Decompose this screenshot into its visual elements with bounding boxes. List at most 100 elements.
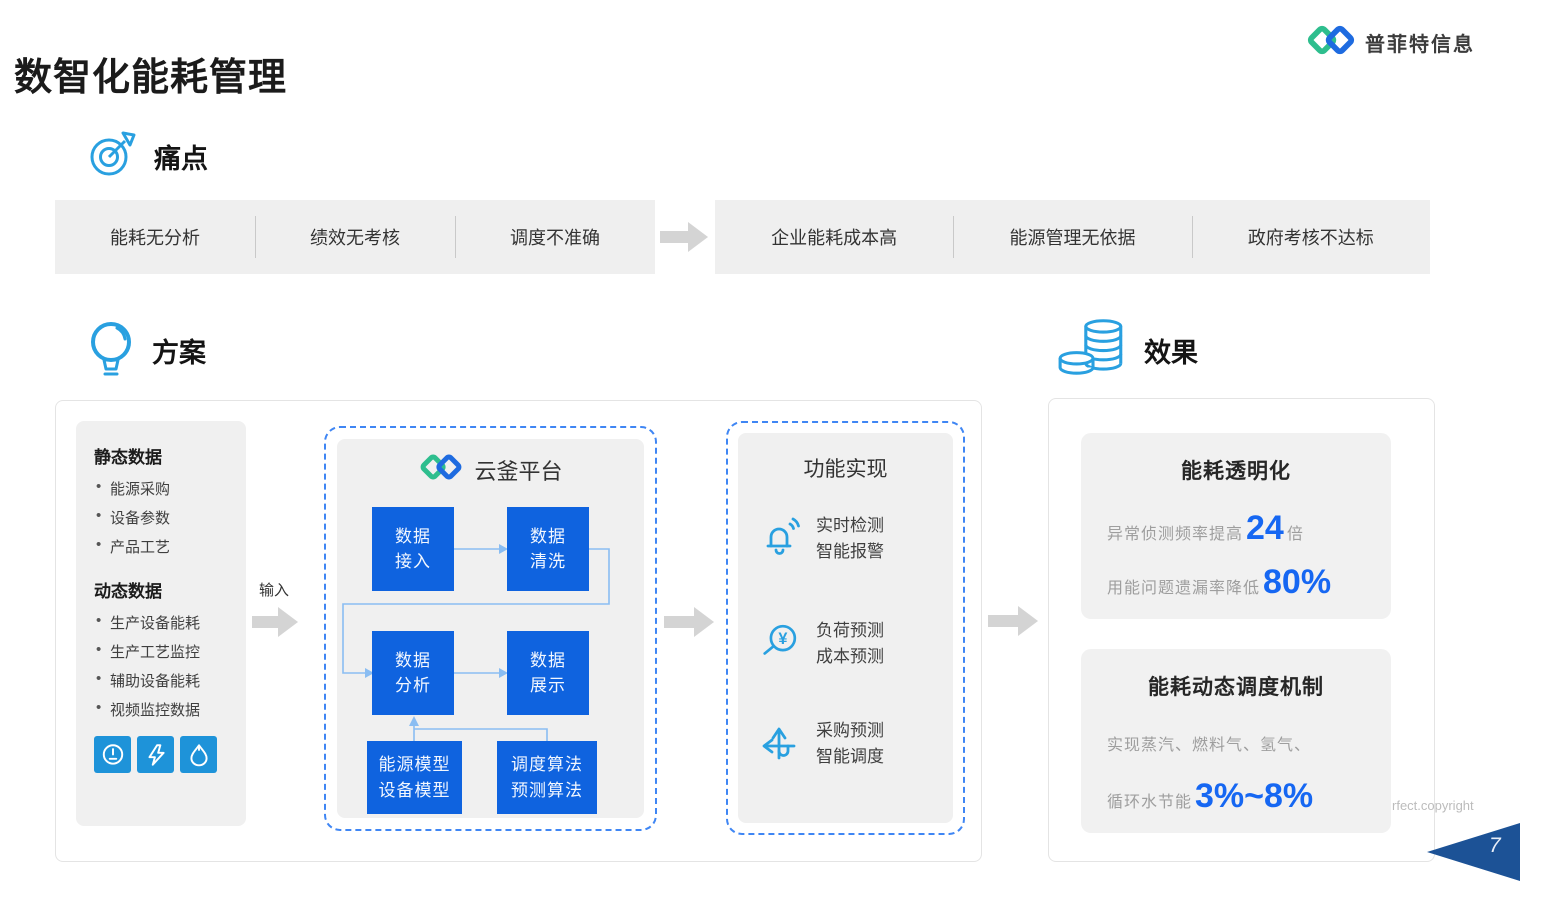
process-box-line: 数据: [395, 526, 431, 546]
list-item: 生产工艺监控: [94, 641, 232, 662]
metric-value: 80%: [1263, 563, 1332, 601]
metric-value: 24: [1246, 509, 1284, 547]
platform-panel: 云釜平台 数据: [337, 439, 644, 818]
process-box-display: 数据 展示: [507, 631, 589, 715]
flame-icon: [180, 736, 217, 773]
pain-cause: 调度不准确: [455, 224, 655, 250]
result-card-title: 能耗透明化: [1181, 460, 1291, 483]
pain-effect: 能源管理无依据: [953, 224, 1191, 250]
result-metric: 循环水节能 3%~8%: [1107, 779, 1313, 813]
result-card-dispatch: 能耗动态调度机制 实现蒸汽、燃料气、氢气、 循环水节能 3%~8%: [1081, 649, 1391, 833]
page-corner-triangle: [1427, 823, 1520, 881]
pain-section-header: 痛点: [84, 126, 208, 187]
process-box-line: 设备模型: [378, 780, 451, 800]
list-item: 产品工艺: [94, 536, 232, 557]
metric-text: 用能问题遗漏率降低: [1107, 580, 1261, 597]
solution-container: 静态数据 能源采购 设备参数 产品工艺 动态数据 生产设备能耗 生产工艺监控 辅…: [55, 400, 982, 862]
pain-causes-bar: 能耗无分析 绩效无考核 调度不准确: [55, 200, 655, 274]
pain-cause: 能耗无分析: [110, 228, 200, 248]
process-box-line: 数据: [395, 650, 431, 670]
arrow-right-icon: [660, 222, 708, 252]
platform-title: 云釜平台: [474, 458, 563, 484]
lightning-icon: [137, 736, 174, 773]
input-label: 输入: [259, 582, 290, 599]
list-item: 能源采购: [94, 478, 232, 499]
functions-title: 功能实现: [803, 458, 888, 481]
result-section-header: 效果: [1056, 316, 1198, 385]
process-box-ingest: 数据 接入: [372, 507, 454, 591]
arrow-right-icon: [988, 606, 1038, 636]
pain-effect: 政府考核不达标: [1192, 224, 1430, 250]
result-section-label: 效果: [1144, 338, 1198, 368]
brand-logo-icon: [1305, 22, 1357, 63]
metric-suffix: 倍: [1286, 526, 1304, 543]
data-source-panel: 静态数据 能源采购 设备参数 产品工艺 动态数据 生产设备能耗 生产工艺监控 辅…: [76, 421, 246, 826]
target-dart-icon: [84, 126, 140, 187]
process-box-line: 数据: [530, 526, 566, 546]
list-item: 设备参数: [94, 507, 232, 528]
brand-logo: 普菲特信息: [1305, 22, 1475, 63]
metric-text: 异常侦测频率提高: [1107, 526, 1244, 543]
result-metric: 异常侦测频率提高 24 倍: [1107, 511, 1304, 545]
static-data-list: 能源采购 设备参数 产品工艺: [94, 478, 232, 557]
solution-section-header: 方案: [84, 318, 206, 383]
pain-cause: 绩效无考核: [255, 224, 455, 250]
coins-stack-icon: [1056, 316, 1130, 385]
function-line: 实时检测: [816, 516, 884, 535]
process-box-algorithms: 调度算法 预测算法: [497, 741, 597, 814]
metric-value: 3%~8%: [1195, 777, 1314, 815]
process-box-line: 展示: [530, 676, 566, 695]
dynamic-data-title: 动态数据: [94, 582, 162, 601]
platform-logo-icon: [418, 451, 464, 488]
process-box-line: 清洗: [530, 552, 566, 571]
list-item: 生产设备能耗: [94, 612, 232, 633]
watermark: rfect.copyright: [1392, 798, 1474, 813]
list-item: 视频监控数据: [94, 699, 232, 720]
page-number: 7: [1489, 834, 1501, 857]
result-metric: 实现蒸汽、燃料气、氢气、: [1107, 731, 1314, 755]
functions-panel: 功能实现 实时检测 智能报警: [738, 433, 953, 823]
process-box-line: 能源模型: [378, 755, 451, 774]
brand-name: 普菲特信息: [1365, 34, 1475, 56]
pain-section-label: 痛点: [154, 144, 208, 174]
flow-connectors: [342, 544, 610, 741]
process-box-analyze: 数据 分析: [372, 631, 454, 715]
results-container: 能耗透明化 异常侦测频率提高 24 倍 用能问题遗漏率降低 80% 能耗动态调度…: [1048, 398, 1435, 862]
result-card-title: 能耗动态调度机制: [1148, 676, 1324, 699]
result-metric: 用能问题遗漏率降低 80%: [1107, 565, 1334, 599]
arrow-right-icon: [664, 607, 714, 637]
process-box-line: 调度算法: [511, 755, 583, 774]
dispatch-arrows-icon: [758, 720, 802, 769]
function-item: 实时检测 智能报警: [758, 513, 884, 566]
svg-text:¥: ¥: [778, 630, 787, 648]
platform-header: 云釜平台: [337, 451, 644, 488]
gauge-icon: [94, 736, 131, 773]
metric-text: 实现蒸汽、燃料气、氢气、: [1107, 737, 1312, 754]
list-item: 辅助设备能耗: [94, 670, 232, 691]
function-item: ¥ 负荷预测 成本预测: [758, 618, 884, 671]
process-box-models: 能源模型 设备模型: [367, 741, 462, 814]
function-line: 成本预测: [816, 647, 884, 667]
process-box-line: 数据: [530, 650, 566, 670]
page-title: 数智化能耗管理: [14, 57, 288, 99]
function-line: 采购预测: [816, 721, 884, 740]
process-box-line: 接入: [395, 552, 431, 571]
process-box-line: 预测算法: [511, 780, 583, 800]
function-line: 智能报警: [816, 542, 884, 562]
function-line: 智能调度: [816, 747, 884, 767]
alarm-bell-icon: [758, 514, 802, 565]
platform-dashed-box: 云釜平台 数据: [324, 426, 657, 831]
process-box-clean: 数据 清洗: [507, 507, 589, 591]
solution-section-label: 方案: [152, 338, 206, 368]
function-line: 负荷预测: [816, 621, 884, 640]
static-data-title: 静态数据: [94, 448, 162, 467]
pain-effect: 企业能耗成本高: [771, 228, 898, 248]
metric-text: 循环水节能: [1107, 794, 1193, 811]
pain-effects-bar: 企业能耗成本高 能源管理无依据 政府考核不达标: [715, 200, 1430, 274]
process-box-line: 分析: [395, 676, 431, 695]
arrow-right-icon: [252, 607, 298, 637]
dynamic-data-list: 生产设备能耗 生产工艺监控 辅助设备能耗 视频监控数据: [94, 612, 232, 720]
cost-forecast-icon: ¥: [758, 620, 802, 669]
result-card-transparency: 能耗透明化 异常侦测频率提高 24 倍 用能问题遗漏率降低 80%: [1081, 433, 1391, 619]
function-item: 采购预测 智能调度: [758, 718, 884, 771]
